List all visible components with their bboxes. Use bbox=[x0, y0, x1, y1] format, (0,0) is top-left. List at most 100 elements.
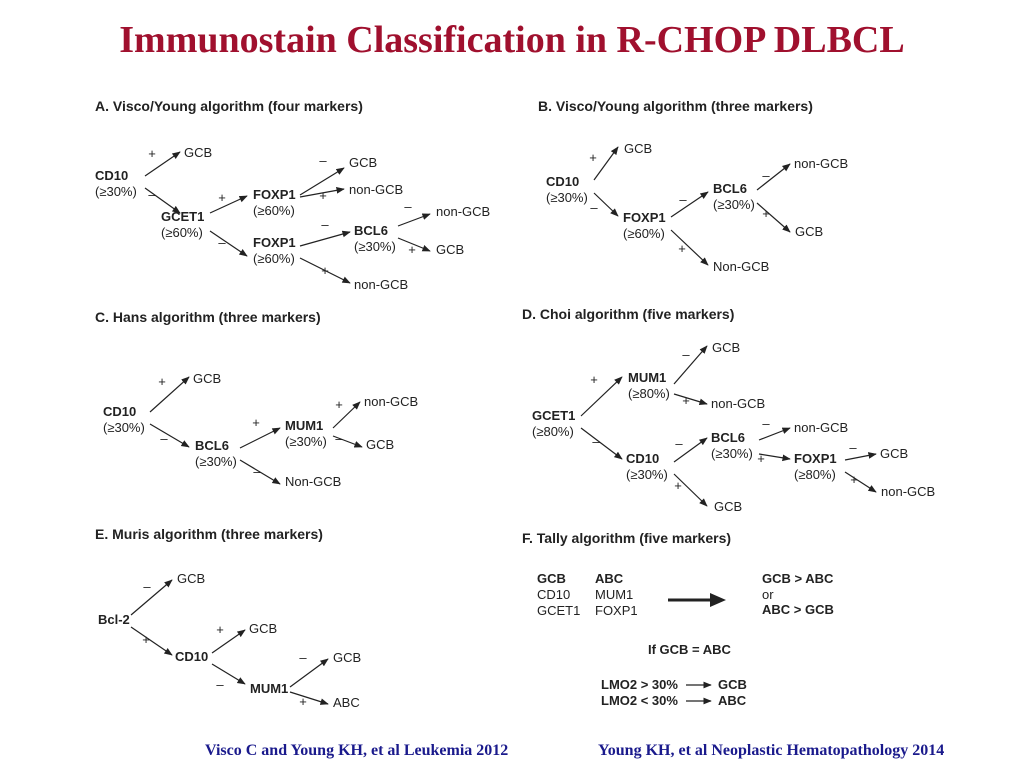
tally-tie-rule: If GCB = ABC bbox=[648, 642, 732, 657]
lmo2-condition: LMO2 > 30% bbox=[601, 677, 678, 692]
edge-arrow bbox=[673, 473, 708, 507]
edge-arrow bbox=[144, 151, 181, 177]
edge-sign: – bbox=[143, 579, 151, 594]
node-threshold: (≥30%) bbox=[195, 454, 237, 469]
edge-arrow bbox=[758, 453, 791, 462]
edge-arrow bbox=[299, 230, 351, 247]
edge-sign: + bbox=[142, 632, 150, 647]
edge-arrow bbox=[756, 202, 791, 233]
node-label: GCB bbox=[333, 650, 361, 665]
edge-sign: + bbox=[678, 241, 686, 256]
panel-title-b: B. Visco/Young algorithm (three markers) bbox=[538, 98, 813, 114]
node-threshold: (≥80%) bbox=[794, 467, 836, 482]
node-label: GCB bbox=[349, 155, 377, 170]
lmo2-condition: LMO2 < 30% bbox=[601, 693, 678, 708]
edge-arrow bbox=[593, 192, 619, 217]
edge-sign: + bbox=[148, 146, 156, 161]
node-label: ABC bbox=[333, 695, 360, 710]
node-label: FOXP1 bbox=[253, 235, 296, 250]
tally-cell: CD10 bbox=[537, 587, 570, 602]
edge-arrow bbox=[580, 427, 623, 460]
edge-sign: – bbox=[148, 187, 156, 202]
edge-sign: + bbox=[674, 478, 682, 493]
node-label: GCB bbox=[249, 621, 277, 636]
edge-arrow bbox=[332, 401, 361, 429]
edge-arrow bbox=[756, 163, 791, 191]
edge-arrow bbox=[397, 237, 431, 252]
edge-arrow bbox=[209, 195, 248, 214]
tally-arrow-head bbox=[710, 593, 726, 607]
node-threshold: (≥60%) bbox=[253, 203, 295, 218]
lmo2-result: ABC bbox=[718, 693, 747, 708]
node-threshold: (≥60%) bbox=[623, 226, 665, 241]
edge-sign: – bbox=[216, 677, 224, 692]
tally-cell: MUM1 bbox=[595, 587, 633, 602]
node-label: CD10 bbox=[626, 451, 659, 466]
panel-title-d: D. Choi algorithm (five markers) bbox=[522, 306, 734, 322]
node-label: CD10 bbox=[103, 404, 136, 419]
edge-arrow bbox=[844, 471, 877, 493]
edge-sign: + bbox=[335, 397, 343, 412]
node-label: CD10 bbox=[95, 168, 128, 183]
node-label: GCB bbox=[880, 446, 908, 461]
edge-arrow bbox=[593, 146, 619, 181]
tally-result: GCB > ABC bbox=[762, 571, 834, 586]
edge-sign: – bbox=[218, 235, 226, 250]
node-label: non-GCB bbox=[354, 277, 408, 292]
edge-arrow bbox=[758, 427, 791, 441]
edge-arrow bbox=[149, 376, 190, 413]
edge-sign: – bbox=[762, 416, 770, 431]
edge-arrow bbox=[670, 191, 709, 218]
node-label: FOXP1 bbox=[794, 451, 837, 466]
edge-sign: – bbox=[335, 431, 343, 446]
node-threshold: (≥30%) bbox=[103, 420, 145, 435]
edge-arrow bbox=[211, 663, 246, 685]
edge-sign: – bbox=[682, 347, 690, 362]
node-label: GCET1 bbox=[532, 408, 575, 423]
node-label: CD10 bbox=[175, 649, 208, 664]
edge-sign: + bbox=[590, 372, 598, 387]
panel-title-a: A. Visco/Young algorithm (four markers) bbox=[95, 98, 363, 114]
edge-arrow bbox=[130, 579, 173, 616]
edge-arrow bbox=[397, 213, 431, 227]
edge-sign: + bbox=[757, 451, 765, 466]
edge-arrow bbox=[673, 437, 708, 463]
reference-right: Young KH, et al Neoplastic Hematopatholo… bbox=[598, 742, 945, 759]
edge-sign: + bbox=[408, 242, 416, 257]
node-label: GCB bbox=[712, 340, 740, 355]
tally-result-or: or bbox=[762, 587, 774, 602]
edge-arrow bbox=[844, 452, 877, 461]
edge-arrow bbox=[332, 435, 363, 448]
node-label: GCB bbox=[193, 371, 221, 386]
tally-header: ABC bbox=[595, 571, 624, 586]
edge-sign: + bbox=[762, 206, 770, 221]
edge-sign: – bbox=[849, 440, 857, 455]
reference-left: Visco C and Young KH, et al Leukemia 201… bbox=[205, 742, 509, 759]
node-label: non-GCB bbox=[881, 484, 935, 499]
node-label: GCB bbox=[624, 141, 652, 156]
node-label: BCL6 bbox=[195, 438, 229, 453]
node-label: GCB bbox=[436, 242, 464, 257]
edge-arrow bbox=[149, 423, 190, 448]
panel-title-f: F. Tally algorithm (five markers) bbox=[522, 530, 731, 546]
edge-arrow bbox=[289, 658, 329, 688]
edge-sign: + bbox=[682, 393, 690, 408]
node-threshold: (≥80%) bbox=[628, 386, 670, 401]
node-label: non-GCB bbox=[364, 394, 418, 409]
panel-title-e: E. Muris algorithm (three markers) bbox=[95, 526, 323, 542]
edge-sign: + bbox=[319, 188, 327, 203]
edge-sign: – bbox=[321, 217, 329, 232]
edge-sign: + bbox=[252, 415, 260, 430]
edge-sign: – bbox=[160, 431, 168, 446]
tally-cell: FOXP1 bbox=[595, 603, 638, 618]
node-label: FOXP1 bbox=[623, 210, 666, 225]
panel-title-c: C. Hans algorithm (three markers) bbox=[95, 309, 321, 325]
edge-arrow bbox=[580, 376, 623, 417]
edge-sign: + bbox=[216, 622, 224, 637]
edge-sign: – bbox=[675, 436, 683, 451]
node-threshold: (≥30%) bbox=[546, 190, 588, 205]
edge-sign: + bbox=[850, 472, 858, 487]
node-threshold: (≥30%) bbox=[711, 446, 753, 461]
node-label: non-GCB bbox=[794, 156, 848, 171]
